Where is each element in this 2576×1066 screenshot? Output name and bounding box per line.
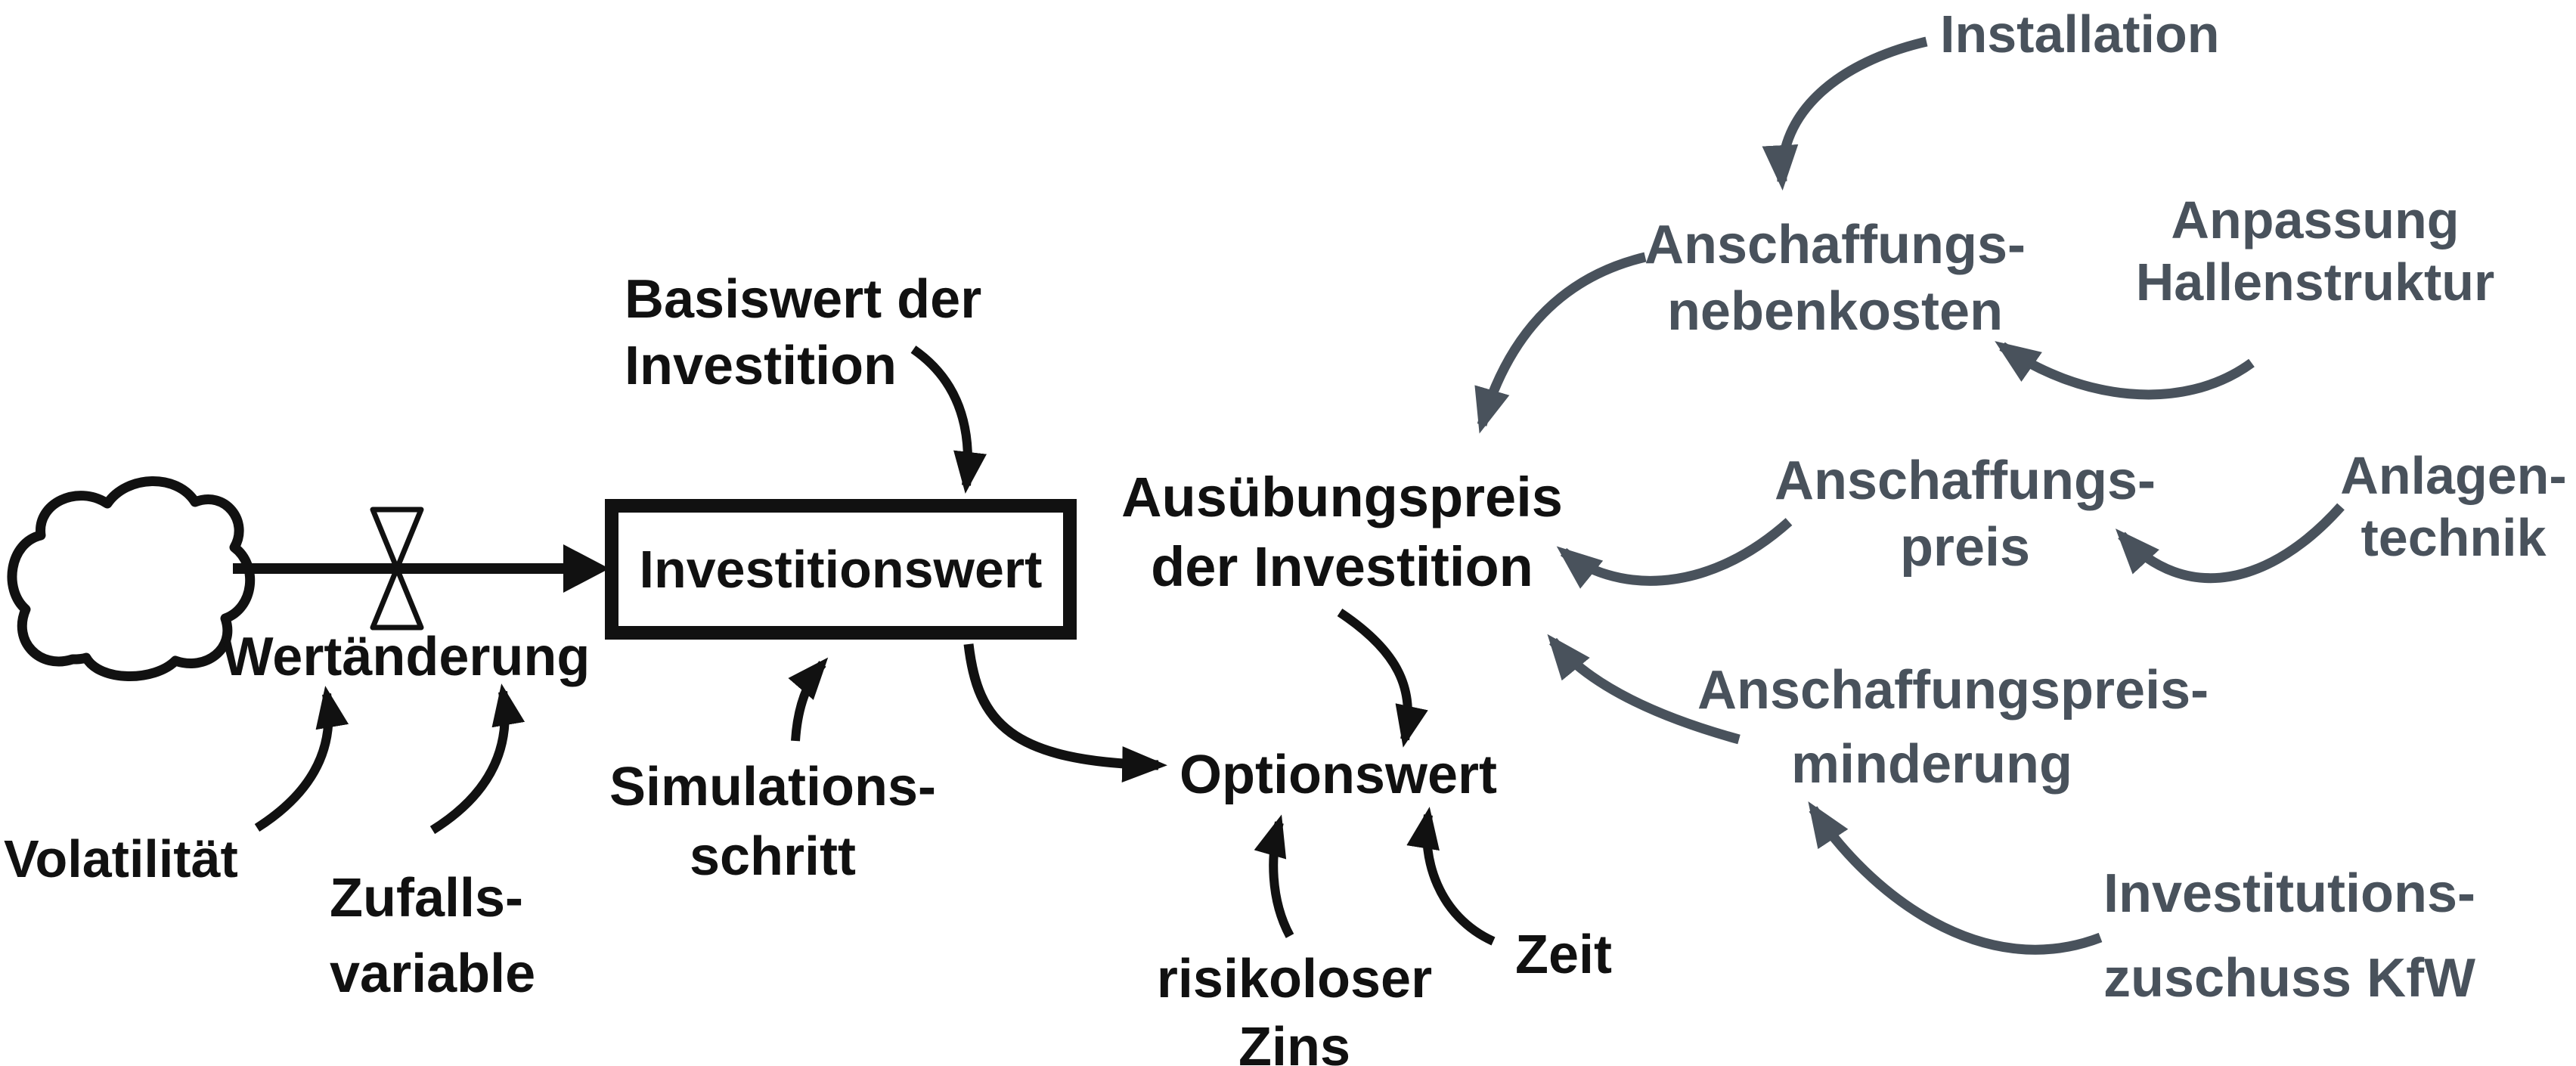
node-basiswert: Basiswert der Investition bbox=[625, 269, 982, 396]
node-investitionszuschuss-kfw: Investitutions- zuschuss KfW bbox=[2103, 863, 2476, 1009]
node-wertaenderung: Wertänderung bbox=[222, 627, 591, 687]
arrow-installation-to-nebenkosten bbox=[1762, 36, 1928, 191]
arrow-simulationsschritt-to-investitionswert bbox=[788, 657, 829, 742]
arrow-investitionswert-to-optionswert bbox=[963, 643, 1167, 782]
node-installation: Installation bbox=[1940, 5, 2220, 64]
arrow-kfw-to-minderung bbox=[1808, 801, 2103, 955]
node-risikoloser-zins: risikoloser Zins bbox=[1156, 949, 1433, 1066]
stock-investitionswert: Investitionswert bbox=[605, 499, 1077, 640]
arrow-minderung-to-ausuebungspreis bbox=[1547, 634, 1741, 745]
node-simulationsschritt: Simulations- schritt bbox=[609, 757, 937, 887]
node-zeit: Zeit bbox=[1515, 925, 1613, 985]
arrow-anlagentechnik-to-anschaffungspreis bbox=[2115, 503, 2345, 584]
arrow-ausuebungspreis-to-optionswert bbox=[1337, 609, 1428, 748]
arrow-volatilitaet-to-wertaenderung bbox=[254, 686, 349, 832]
arrow-zeit-to-optionswert bbox=[1406, 807, 1496, 946]
arrow-nebenkosten-to-ausuebungspreis bbox=[1474, 252, 1647, 434]
node-zufallsvariable: Zufalls- variable bbox=[330, 868, 536, 1004]
flow-valve-icon bbox=[370, 507, 424, 572]
node-anlagentechnik: Anlagen- technik bbox=[2340, 446, 2567, 567]
node-volatilitaet: Volatilität bbox=[4, 829, 238, 888]
stock-label: Investitionswert bbox=[639, 540, 1043, 599]
cloud-icon bbox=[7, 476, 256, 681]
node-anschaffungspreisminderung: Anschaffungspreis- minderung bbox=[1697, 660, 2209, 795]
node-ausuebungspreis: Ausübungspreis der Investition bbox=[1121, 466, 1563, 598]
arrow-anpassung-to-nebenkosten bbox=[1995, 341, 2255, 400]
arrow-basiswert-to-investitionswert bbox=[910, 346, 987, 494]
arrow-zufallsvariable-to-wertaenderung bbox=[429, 683, 525, 835]
arrow-anschaffungspreis-to-ausuebungspreis bbox=[1556, 518, 1793, 589]
node-anschaffungspreis: Anschaffungs- preis bbox=[1775, 451, 2156, 578]
flow-valve-icon bbox=[370, 566, 424, 631]
arrow-risikoloser-zins-to-optionswert bbox=[1254, 814, 1294, 938]
node-optionswert: Optionswert bbox=[1180, 745, 1498, 805]
flow-arrowhead-icon bbox=[563, 544, 609, 593]
node-anpassung-hallenstruktur: Anpassung Hallenstruktur bbox=[2135, 191, 2495, 311]
node-anschaffungsnebenkosten: Anschaffungs- nebenkosten bbox=[1644, 215, 2026, 342]
